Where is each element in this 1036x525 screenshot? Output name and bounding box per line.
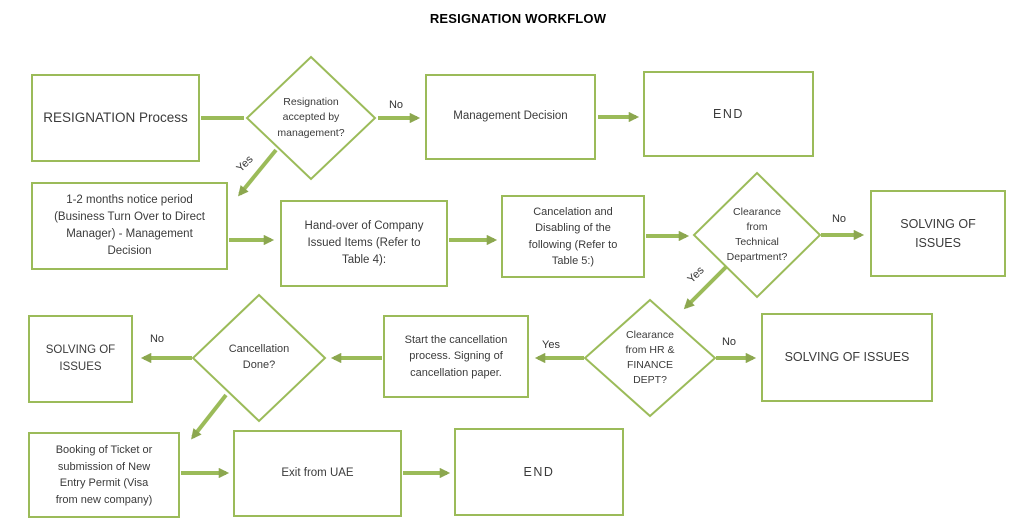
- node-booking-ticket: Booking of Ticket or submission of New E…: [28, 432, 180, 518]
- label-accepted-diamond: Resignation accepted by management?: [277, 96, 345, 139]
- node-start-cancellation: Start the cancellation process. Signing …: [383, 315, 529, 398]
- node-management-decision: Management Decision: [425, 74, 596, 160]
- technical-diamond-shape: [692, 171, 822, 299]
- node-end-top: END: [643, 71, 814, 157]
- connector-cancellation-to-booking: [191, 393, 228, 440]
- node-resignation-process: RESIGNATION Process: [31, 74, 200, 162]
- cancellation-done-diamond-shape: [191, 293, 327, 423]
- label-cancellation-done-diamond: Cancellation Done?: [228, 343, 290, 371]
- node-cancelation-disabling: Cancelation and Disabling of the followi…: [501, 195, 645, 278]
- edge-label-cancellation-no: No: [149, 333, 165, 345]
- accepted-diamond-shape: [245, 55, 377, 181]
- edge-label-hr-no: No: [721, 336, 737, 348]
- edge-label-accepted-no: No: [388, 99, 404, 111]
- connector-technical-yes-to-hr: [683, 265, 728, 310]
- node-end-bottom: END: [454, 428, 624, 516]
- node-solving-issues-row2: SOLVING OF ISSUES: [870, 190, 1006, 277]
- node-solving-issues-row3-right: SOLVING OF ISSUES: [761, 313, 933, 402]
- node-handover: Hand-over of Company Issued Items (Refer…: [280, 200, 448, 287]
- edge-label-technical-no: No: [831, 213, 847, 225]
- node-notice-period: 1-2 months notice period (Business Turn …: [31, 182, 228, 270]
- edge-label-hr-yes: Yes: [542, 339, 560, 351]
- hr-finance-diamond-shape: [583, 298, 717, 418]
- connector-accepted-yes-to-notice: [238, 148, 278, 197]
- node-solving-issues-row3-left: SOLVING OF ISSUES: [28, 315, 133, 403]
- node-exit-uae: Exit from UAE: [233, 430, 402, 517]
- label-hr-finance-diamond: Clearance from HR & FINANCE DEPT?: [625, 328, 675, 387]
- label-technical-diamond: Clearance from Technical Department?: [726, 205, 788, 264]
- page-title: RESIGNATION WORKFLOW: [429, 11, 607, 26]
